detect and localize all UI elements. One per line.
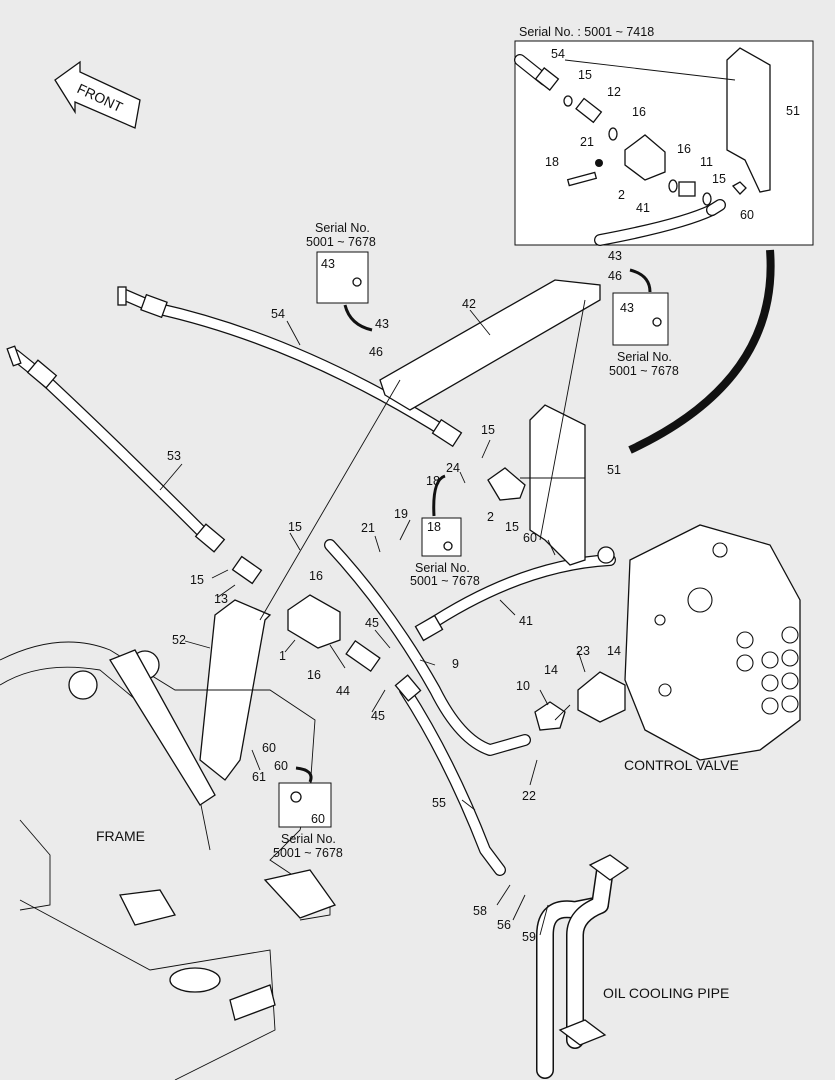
part-45-b: 45 xyxy=(371,709,385,723)
inset-part-15a: 15 xyxy=(578,68,592,82)
part-15-a: 15 xyxy=(481,423,495,437)
part-43: 43 xyxy=(375,317,389,331)
serial-box-bottom-line2: 5001 ~ 7678 xyxy=(273,846,343,860)
part-10: 10 xyxy=(516,679,530,693)
serial-box-top-line1: Serial No. xyxy=(315,221,370,235)
serial-box-right-line2: 5001 ~ 7678 xyxy=(609,364,679,378)
part-9: 9 xyxy=(452,657,459,671)
oil-cooling-pipe xyxy=(536,854,630,1079)
part-22: 22 xyxy=(522,789,536,803)
inset-part-12: 12 xyxy=(607,85,621,99)
part-2: 2 xyxy=(487,510,494,524)
part-15-b: 15 xyxy=(505,520,519,534)
inset-part-21: 21 xyxy=(580,135,594,149)
inset-part-16b: 16 xyxy=(677,142,691,156)
inset-part-54: 54 xyxy=(551,47,565,61)
part-24: 24 xyxy=(446,461,460,475)
hose-41 xyxy=(414,546,616,642)
valve-block-2 xyxy=(487,467,526,501)
serial-box-bottom: 60 Serial No. 5001 ~ 7678 xyxy=(273,766,343,860)
frame-structure xyxy=(0,641,337,1080)
part-56: 56 xyxy=(497,918,511,932)
part-14-b: 14 xyxy=(544,663,558,677)
part-45-a: 45 xyxy=(365,616,379,630)
serial-box-right: 43 Serial No. 5001 ~ 7678 xyxy=(609,268,679,378)
part-23: 23 xyxy=(576,644,590,658)
part-19: 19 xyxy=(394,507,408,521)
manifold-23 xyxy=(577,671,626,723)
hose-53 xyxy=(6,345,226,553)
hose-9 xyxy=(324,539,531,756)
part-13: 13 xyxy=(214,592,228,606)
hose-54 xyxy=(117,286,463,448)
serial-box-mid: 18 Serial No. 5001 ~ 7678 xyxy=(410,474,480,588)
control-valve-label: CONTROL VALVE xyxy=(624,757,739,773)
part-number-labels: 54 15 12 16 21 18 2 16 11 15 41 51 60 43… xyxy=(167,47,800,944)
svg-text:18: 18 xyxy=(427,520,441,534)
bracket-42 xyxy=(379,279,601,411)
leader-lines xyxy=(159,299,586,936)
serial-box-top: 43 Serial No. 5001 ~ 7678 xyxy=(306,221,376,332)
svg-text:60: 60 xyxy=(311,812,325,826)
part-54: 54 xyxy=(271,307,285,321)
bracket-51 xyxy=(529,404,586,566)
fitting-13 xyxy=(231,555,263,585)
part-15-c: 15 xyxy=(288,520,302,534)
part-61: 61 xyxy=(252,770,266,784)
inset-part-2: 2 xyxy=(618,188,625,202)
part-51: 51 xyxy=(607,463,621,477)
fitting-44 xyxy=(345,639,381,673)
part-46: 46 xyxy=(369,345,383,359)
part-59: 59 xyxy=(522,930,536,944)
oil-cooling-pipe-label: OIL COOLING PIPE xyxy=(603,985,729,1001)
part-46-top: 46 xyxy=(608,269,622,283)
front-direction-arrow: FRONT xyxy=(54,60,141,129)
part-42: 42 xyxy=(462,297,476,311)
part-60-b: 60 xyxy=(262,741,276,755)
hose-55 xyxy=(394,674,506,876)
serial-box-mid-line1: Serial No. xyxy=(415,561,470,575)
part-43-top: 43 xyxy=(608,249,622,263)
inset-part-60: 60 xyxy=(740,208,754,222)
serial-box-mid-line2: 5001 ~ 7678 xyxy=(410,574,480,588)
part-16-b: 16 xyxy=(307,668,321,682)
svg-text:43: 43 xyxy=(321,257,335,271)
svg-text:43: 43 xyxy=(620,301,634,315)
fitting-10 xyxy=(534,701,566,731)
part-60-c: 60 xyxy=(274,759,288,773)
part-41: 41 xyxy=(519,614,533,628)
inset-part-18: 18 xyxy=(545,155,559,169)
part-53: 53 xyxy=(167,449,181,463)
serial-box-top-line2: 5001 ~ 7678 xyxy=(306,235,376,249)
inset-callout-arrow xyxy=(628,249,775,454)
inset-part-51: 51 xyxy=(786,104,800,118)
part-14-a: 14 xyxy=(607,644,621,658)
part-58: 58 xyxy=(473,904,487,918)
part-15-d: 15 xyxy=(190,573,204,587)
inset-detail-box: Serial No. : 5001 ~ 7418 xyxy=(514,25,814,246)
part-18: 18 xyxy=(426,474,440,488)
part-55: 55 xyxy=(432,796,446,810)
part-21: 21 xyxy=(361,521,375,535)
part-1: 1 xyxy=(279,649,286,663)
part-44: 44 xyxy=(336,684,350,698)
inset-part-16a: 16 xyxy=(632,105,646,119)
part-16-a: 16 xyxy=(309,569,323,583)
inset-part-15b: 15 xyxy=(712,172,726,186)
part-52: 52 xyxy=(172,633,186,647)
inset-part-11: 11 xyxy=(700,155,713,169)
inset-serial-label: Serial No. : 5001 ~ 7418 xyxy=(519,25,654,39)
frame-label: FRAME xyxy=(96,828,145,844)
part-60: 60 xyxy=(523,531,537,545)
valve-block-1 xyxy=(287,594,341,649)
control-valve xyxy=(624,524,801,761)
serial-box-right-line1: Serial No. xyxy=(617,350,672,364)
inset-part-41: 41 xyxy=(636,201,650,215)
serial-box-bottom-line1: Serial No. xyxy=(281,832,336,846)
